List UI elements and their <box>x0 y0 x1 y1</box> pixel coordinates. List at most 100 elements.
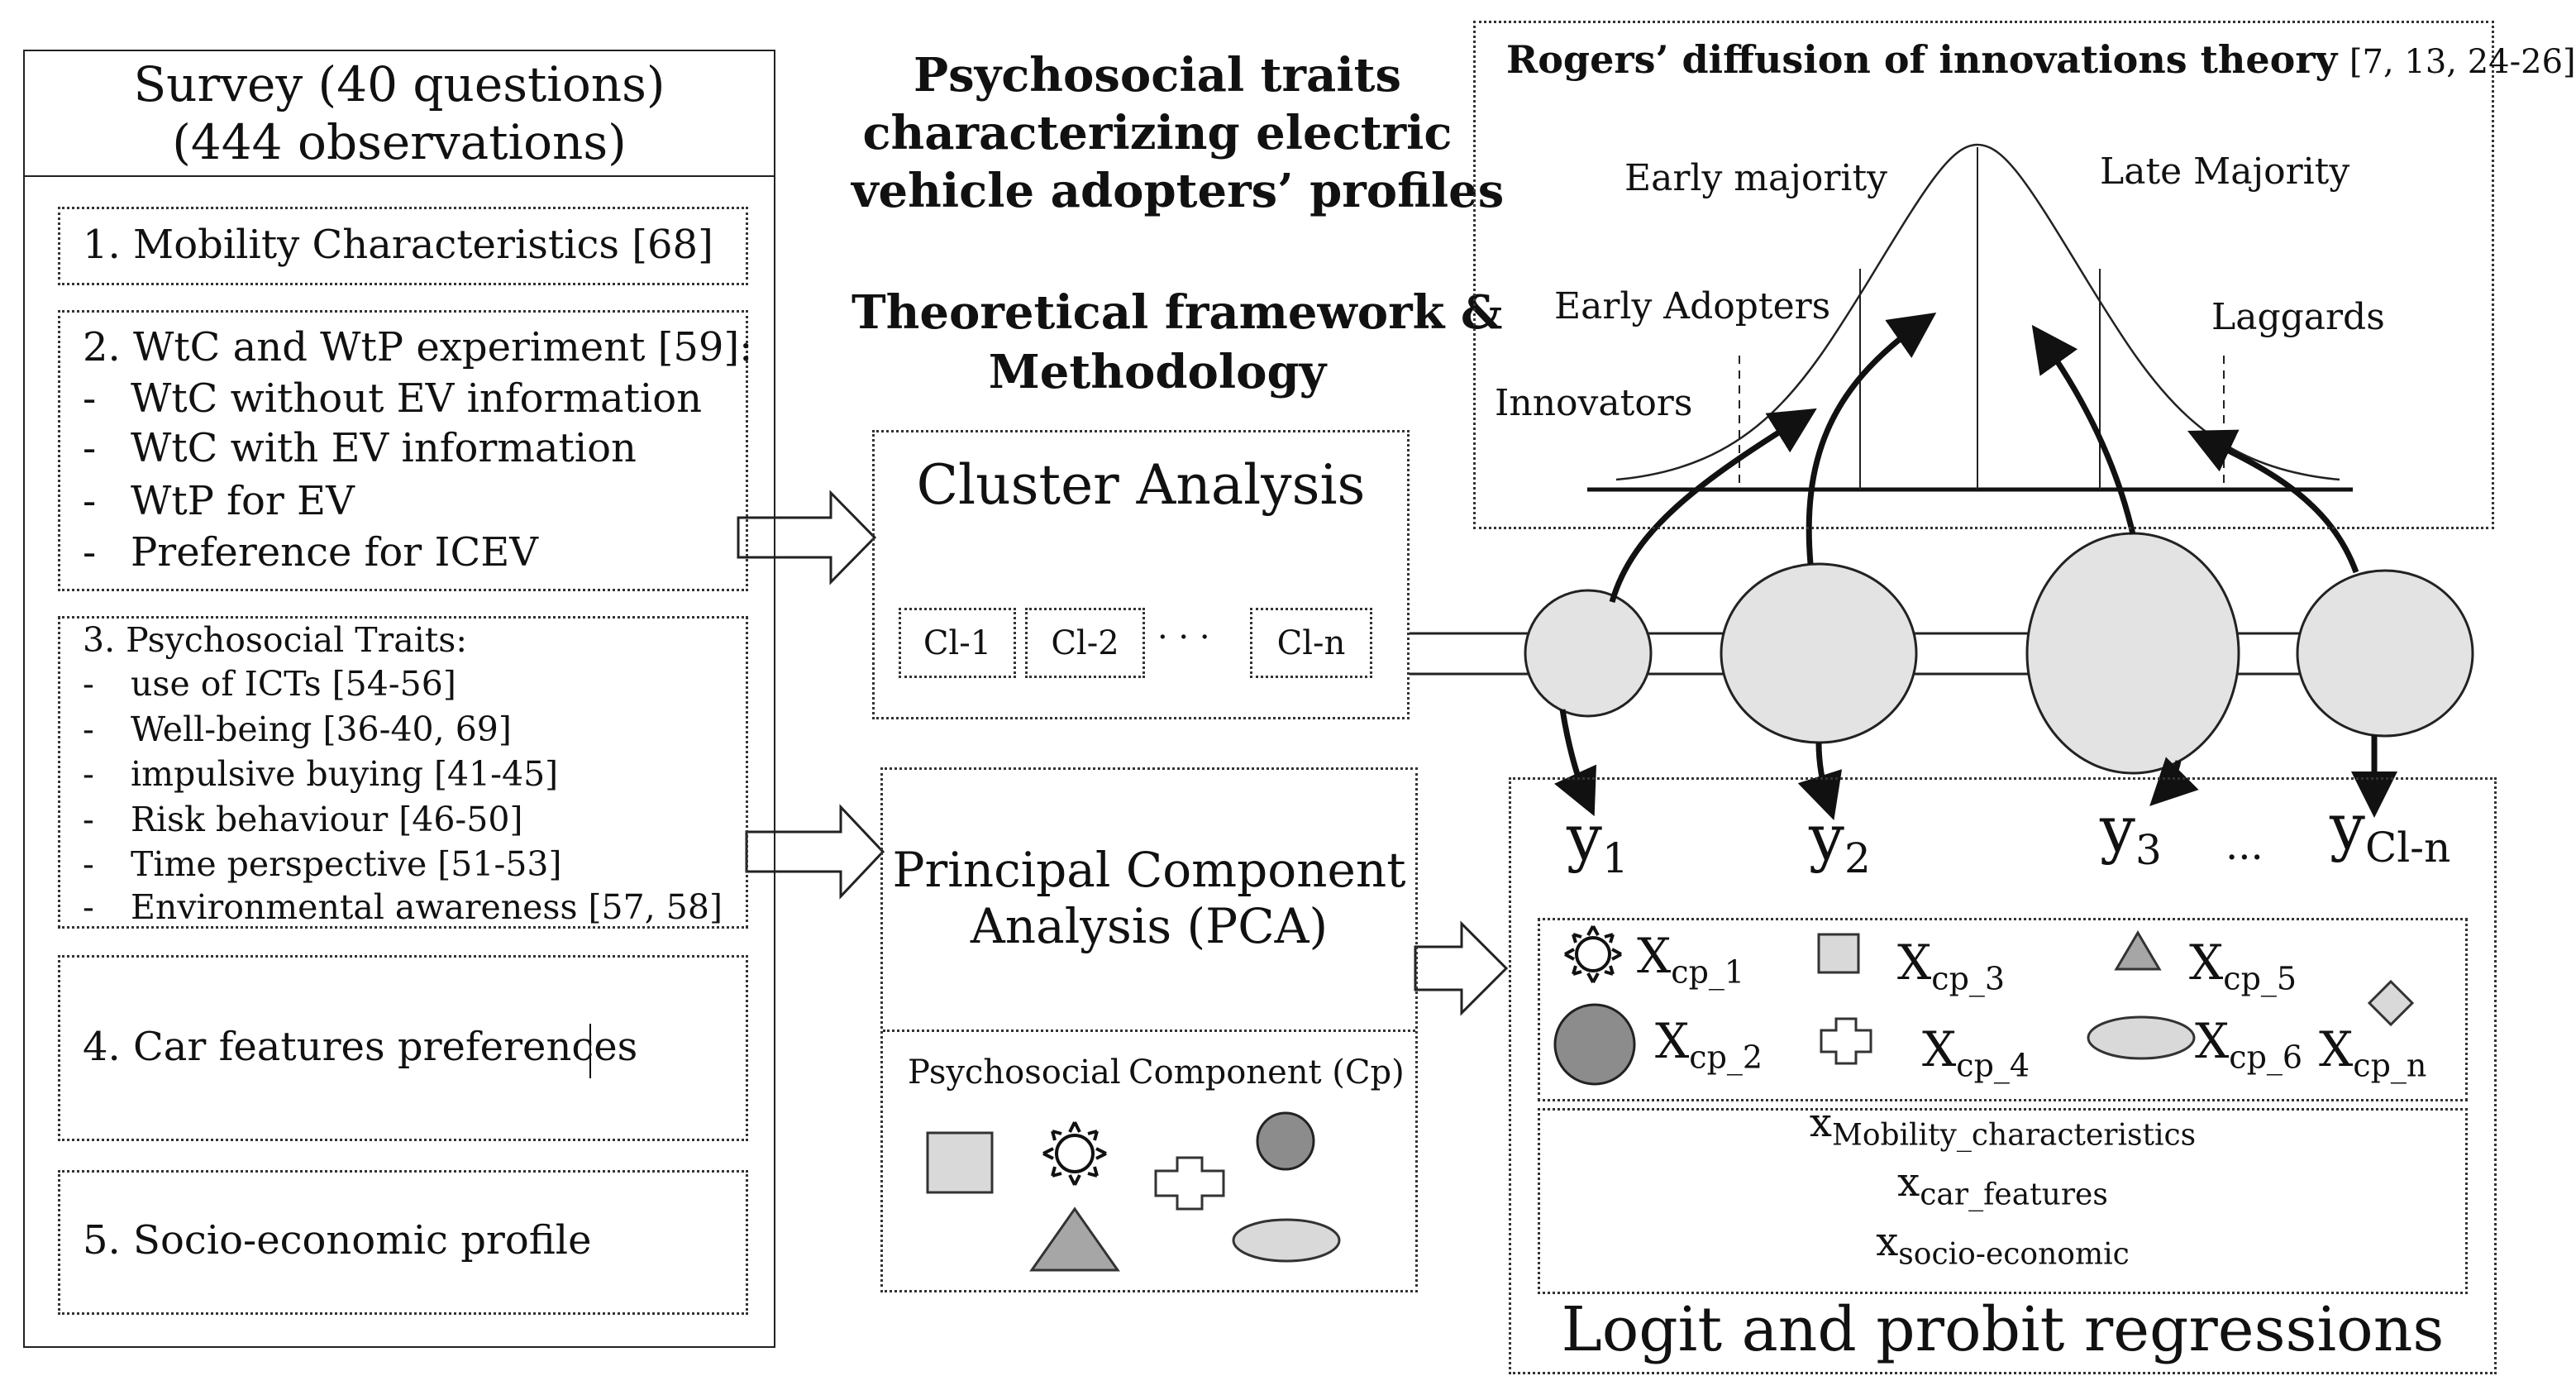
var-x-cp2: Xcp_2 <box>1655 1013 1763 1076</box>
survey-section-3-item: use of ICTs [54-56] <box>131 664 456 704</box>
survey-section-3-dash: - <box>83 709 94 749</box>
arrow-cluster3-to-curve <box>2031 324 2136 535</box>
var-x-sub: cp_4 <box>1956 1047 2030 1084</box>
text-cursor <box>589 1024 591 1078</box>
survey-header-line2: (444 observations) <box>172 114 627 170</box>
main-title-line1: Psychosocial traits <box>914 48 1401 103</box>
block-arrow-to-pca <box>745 804 885 900</box>
main-title-line2: characterizing electric <box>862 106 1453 160</box>
pca-component-label: Component (Cp) <box>1128 1053 1405 1092</box>
var-x-cp6: Xcp_6 <box>2195 1013 2302 1076</box>
ellipse-icon <box>1232 1218 1341 1263</box>
square-icon <box>926 1131 994 1194</box>
outcome-y-sub: 1 <box>1601 834 1629 883</box>
survey-section-1: 1. Mobility Characteristics [68] <box>83 222 713 268</box>
cluster-item: Cl-n <box>1276 624 1346 662</box>
cluster-circle-1 <box>1524 589 1653 718</box>
cluster-circle-n <box>2296 569 2474 738</box>
outcome-y-sub: 3 <box>2135 826 2162 875</box>
pca-title-line1: Principal Component <box>892 842 1406 898</box>
sun-icon <box>1564 925 1622 983</box>
survey-section-3-item: Environmental awareness [57, 58] <box>131 887 723 927</box>
var-x-letter: X <box>1655 1013 1690 1069</box>
block-arrow-to-cluster <box>737 490 877 585</box>
survey-section-2-dash: - <box>83 375 97 422</box>
outcome-y-sub: Cl-n <box>2364 824 2451 872</box>
arrow-cluster1-to-curve <box>1609 408 1817 603</box>
control-sub: Mobility_characteristics <box>1831 1118 2197 1153</box>
var-x-sub: cp_3 <box>1931 960 2006 997</box>
survey-section-3-box <box>58 616 748 929</box>
cluster-item: Cl-2 <box>1051 624 1119 662</box>
outcome-y-letter: y <box>1567 800 1602 874</box>
var-x-letter: X <box>2319 1021 2354 1077</box>
var-x-sub: cp_2 <box>1689 1039 1763 1076</box>
rogers-title-text: Rogers’ diffusion of innovations theory <box>1506 37 2338 82</box>
main-title-line3: vehicle adopters’ profiles <box>852 164 1505 218</box>
cluster-circle-3 <box>2025 532 2240 775</box>
cluster-ellipsis: · · · <box>1157 619 1210 657</box>
ellipse-icon <box>2087 1015 2196 1060</box>
survey-section-3-item: Time perspective [51-53] <box>131 844 562 884</box>
rogers-title: Rogers’ diffusion of innovations theory … <box>1506 37 2576 82</box>
cluster-analysis-box <box>872 430 1410 719</box>
cross-icon <box>1154 1156 1225 1211</box>
cluster-item: Cl-1 <box>923 624 992 662</box>
control-vars-box <box>1538 1108 2468 1294</box>
rogers-label-late-majority: Late Majority <box>2100 150 2350 193</box>
var-x-letter: X <box>1637 928 1672 984</box>
var-x-cp4: Xcp_4 <box>1922 1021 2030 1084</box>
arrow-clustern-to-curve <box>2187 429 2359 574</box>
survey-section-3-dash: - <box>83 754 94 794</box>
survey-section-3-item: Risk behaviour [46-50] <box>131 800 523 839</box>
var-x-cpn: Xcp_n <box>2319 1021 2426 1084</box>
survey-section-2-dash: - <box>83 529 97 576</box>
rogers-label-early-majority: Early majority <box>1624 157 1888 199</box>
survey-section-3-dash: - <box>83 800 94 839</box>
cluster-item-box <box>899 608 1016 678</box>
survey-section-3-item: impulsive buying [41-45] <box>131 754 559 794</box>
arrow-cluster2-to-y2 <box>1797 742 1843 821</box>
outcome-y-sub: 2 <box>1844 834 1871 883</box>
var-x-letter: X <box>1897 934 1932 991</box>
control-x-letter: x <box>1809 1100 1832 1146</box>
cluster-analysis-title: Cluster Analysis <box>916 453 1366 517</box>
var-x-sub: cp_6 <box>2229 1039 2303 1076</box>
control-car-features: xcar_features <box>1538 1159 2468 1212</box>
circle-icon <box>1256 1111 1315 1171</box>
outcome-y-letter: y <box>1809 800 1844 874</box>
var-x-sub: cp_1 <box>1671 953 1745 991</box>
survey-section-5-box <box>58 1170 748 1315</box>
outcome-y2: y2 <box>1809 800 1871 882</box>
outcome-ellipsis: ... <box>2225 823 2264 869</box>
sun-icon <box>1042 1121 1107 1186</box>
survey-section-3-item: Well-being [36-40, 69] <box>131 709 512 749</box>
circle-icon <box>1553 1003 1636 1086</box>
arrow-cluster1-to-y1 <box>1554 709 1597 817</box>
pca-component-label: Psychosocial <box>908 1053 1121 1092</box>
survey-header-line1: Survey (40 questions) <box>133 56 665 112</box>
var-x-cp5: Xcp_5 <box>2189 934 2297 997</box>
survey-header-divider <box>23 175 775 177</box>
survey-section-2-dash: - <box>83 425 97 471</box>
survey-section-2-box <box>58 310 748 591</box>
survey-section-2-item: WtC with EV information <box>131 425 637 471</box>
outcome-yn: yCl-n <box>2330 790 2450 872</box>
control-socio-economic: xsocio-economic <box>1538 1219 2468 1272</box>
diagram-graphics <box>737 143 2474 1272</box>
bell-curve <box>1615 143 2340 481</box>
survey-section-2-title: 2. WtC and WtP experiment [59]: <box>83 324 753 370</box>
survey-section-4: 4. Car features preferences <box>83 1024 638 1070</box>
var-x-sub: cp_5 <box>2223 960 2297 997</box>
subtitle-line1: Theoretical framework & <box>852 285 1503 340</box>
control-mobility: xMobility_characteristics <box>1538 1100 2468 1153</box>
pca-box <box>880 767 1418 1292</box>
pca-title-line2: Analysis (PCA) <box>970 898 1329 954</box>
psychosocial-vars-box <box>1538 918 2468 1101</box>
survey-section-2-item: WtP for EV <box>131 478 355 524</box>
survey-section-2-item: Preference for ICEV <box>131 529 538 576</box>
control-x-letter: x <box>1876 1219 1899 1265</box>
rogers-box <box>1473 21 2494 529</box>
rogers-label-innovators: Innovators <box>1495 382 1693 424</box>
regression-title: Logit and probit regressions <box>1561 1294 2445 1365</box>
